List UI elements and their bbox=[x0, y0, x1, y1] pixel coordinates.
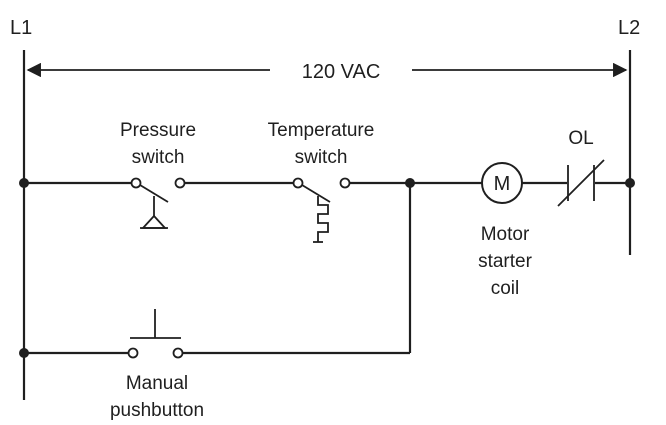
junction-dot-branch bbox=[405, 178, 415, 188]
temperature-switch-label-line1: Temperature bbox=[268, 120, 375, 141]
pressure-switch-label-line2: switch bbox=[132, 147, 185, 168]
pressure-switch-label-line1: Pressure bbox=[120, 120, 196, 141]
junction-dot-l1-top bbox=[19, 178, 29, 188]
temperature-switch-label-line2: switch bbox=[295, 147, 348, 168]
temperature-switch-symbol bbox=[292, 177, 351, 243]
pressure-switch-symbol bbox=[130, 177, 186, 229]
motor-coil-symbol bbox=[481, 162, 523, 204]
overload-contact-symbol bbox=[557, 159, 605, 207]
motor-symbol-letter: M bbox=[494, 173, 511, 195]
junction-dot-l1-bottom bbox=[19, 348, 29, 358]
motor-label-line3: coil bbox=[491, 278, 520, 299]
voltage-label: 120 VAC bbox=[302, 61, 381, 83]
pushbutton-label-line1: Manual bbox=[126, 373, 188, 394]
overload-label: OL bbox=[568, 128, 593, 149]
motor-label-line2: starter bbox=[478, 251, 533, 272]
rail-label-l1: L1 bbox=[10, 17, 32, 39]
rail-label-l2: L2 bbox=[618, 17, 640, 39]
motor-label-line1: Motor bbox=[481, 224, 530, 245]
pushbutton-label-line2: pushbutton bbox=[110, 400, 204, 421]
manual-pushbutton-symbol bbox=[127, 309, 184, 359]
junction-dot-l2 bbox=[625, 178, 635, 188]
